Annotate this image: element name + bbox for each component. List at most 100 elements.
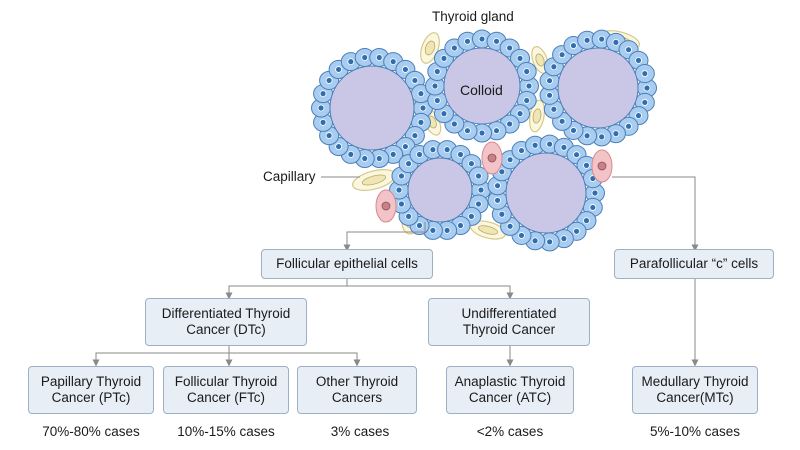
atc-box: Anaplastic Thyroid Cancer (ATC) [446, 366, 574, 414]
cell-nucleus [546, 77, 553, 85]
cell-nucleus [325, 77, 333, 84]
cell-nucleus [583, 161, 590, 169]
ptc-line-1: Papillary Thyroid [40, 374, 142, 389]
cell-nucleus [375, 155, 383, 162]
cell-nucleus [506, 222, 514, 230]
cell-nucleus [494, 196, 501, 204]
cell-nucleus [573, 227, 580, 235]
cell-nucleus [550, 105, 558, 113]
follicular-box-text: Follicular epithelial cells [276, 256, 418, 271]
undiff-line-1: Undifferentiated [461, 306, 557, 321]
cell-nucleus [493, 127, 500, 135]
cell-nucleus [361, 155, 369, 162]
cell-nucleus [440, 110, 448, 118]
cell-nucleus [317, 104, 325, 112]
cell-nucleus [347, 150, 355, 158]
cell-nucleus [573, 151, 580, 159]
cell-nucleus [417, 118, 425, 126]
cell-nucleus [416, 222, 423, 229]
c-cell [375, 189, 397, 223]
cell-nucleus [478, 129, 486, 137]
cell-nucleus [431, 82, 439, 90]
arrow-to-undiff [347, 285, 514, 300]
cell-nucleus [525, 82, 533, 90]
c-cell [591, 149, 613, 183]
cell-nucleus [531, 141, 539, 149]
cell-nucleus [401, 66, 409, 73]
capillary-label: Capillary [263, 169, 316, 184]
cell-nucleus [612, 130, 620, 138]
cell-nucleus [546, 91, 553, 99]
cell-nucleus [433, 97, 441, 104]
cell-nucleus [411, 77, 419, 84]
capillary [528, 99, 546, 133]
cell-nucleus [570, 42, 577, 49]
cell-nucleus [558, 117, 566, 125]
cell-nucleus [468, 212, 475, 220]
cell-nucleus [506, 156, 514, 164]
cell-nucleus [560, 235, 568, 243]
cell-nucleus [518, 147, 525, 154]
mtc-box: Medullary Thyroid Cancer(MTc) [632, 366, 758, 414]
cell-nucleus [319, 90, 327, 98]
cell-nucleus [389, 58, 397, 66]
dtc-line-2: Cancer (DTc) [186, 322, 266, 337]
cell-nucleus [419, 104, 427, 112]
cell-nucleus [319, 118, 327, 126]
cell-nucleus [516, 110, 524, 118]
cell-nucleus [591, 189, 599, 197]
cell-nucleus [506, 44, 514, 52]
cell-nucleus [475, 200, 482, 208]
capillary [420, 32, 440, 64]
cell-nucleus [641, 99, 649, 106]
cell-nucleus [516, 54, 524, 62]
cell-nucleus [635, 56, 642, 64]
cell-nucleus [643, 84, 651, 92]
cell-nucleus [401, 143, 409, 150]
thyroid-gland-label: Thyroid gland [432, 9, 514, 24]
arrow-to-follicular [343, 222, 426, 252]
ptc-line-2: Cancer (PTc) [51, 390, 131, 405]
follicle [311, 47, 433, 169]
cell-nucleus [389, 150, 397, 158]
cell-nucleus [395, 186, 403, 194]
cell-nucleus [375, 54, 383, 61]
mtc-percentage: 5%-10% cases [649, 424, 741, 439]
cell-nucleus [325, 132, 333, 139]
cell-nucleus [457, 222, 464, 229]
cell-nucleus [506, 120, 514, 128]
other-line-1: Other Thyroid [315, 374, 399, 389]
cell-nucleus [429, 226, 437, 234]
cell-nucleus [433, 68, 441, 75]
parafollicular-box-text: Parafollicular “c” cells [629, 256, 759, 271]
cell-nucleus [416, 151, 423, 158]
cell-nucleus [361, 54, 369, 61]
cell-nucleus [550, 63, 558, 71]
ptc-percentage: 70%-80% cases [42, 424, 140, 439]
dtc-line-1: Differentiated Thyroid [161, 306, 291, 321]
capillary [352, 169, 396, 191]
cell-nucleus [398, 172, 405, 180]
other-line-2: Cancers [331, 390, 383, 405]
cell-nucleus [457, 151, 464, 158]
parafollicular-cells [375, 141, 613, 223]
cell-nucleus [347, 58, 355, 66]
arrow-to-ptc [92, 352, 229, 367]
mtc-line-2: Cancer(MTc) [656, 390, 734, 405]
cell-nucleus [475, 172, 482, 180]
cell-nucleus [583, 217, 590, 225]
cell-nucleus [443, 146, 451, 154]
cell-nucleus [583, 132, 591, 140]
c-cell [481, 141, 503, 175]
cell-nucleus [417, 90, 425, 98]
undiff-line-2: Thyroid Cancer [462, 322, 556, 337]
ftc-percentage: 10%-15% cases [177, 424, 275, 439]
cell-nucleus [635, 112, 642, 120]
dtc-box: Differentiated Thyroid Cancer (DTc) [145, 298, 307, 346]
ftc-line-2: Cancer (FTc) [186, 390, 265, 405]
cell-nucleus [477, 186, 485, 194]
follicular-epithelial-cells-box: Follicular epithelial cells [261, 249, 433, 279]
ftc-box: Follicular Thyroid Cancer (FTc) [163, 366, 289, 414]
parafollicular-cells-box: Parafollicular “c” cells [614, 249, 774, 279]
cell-nucleus [405, 212, 412, 220]
